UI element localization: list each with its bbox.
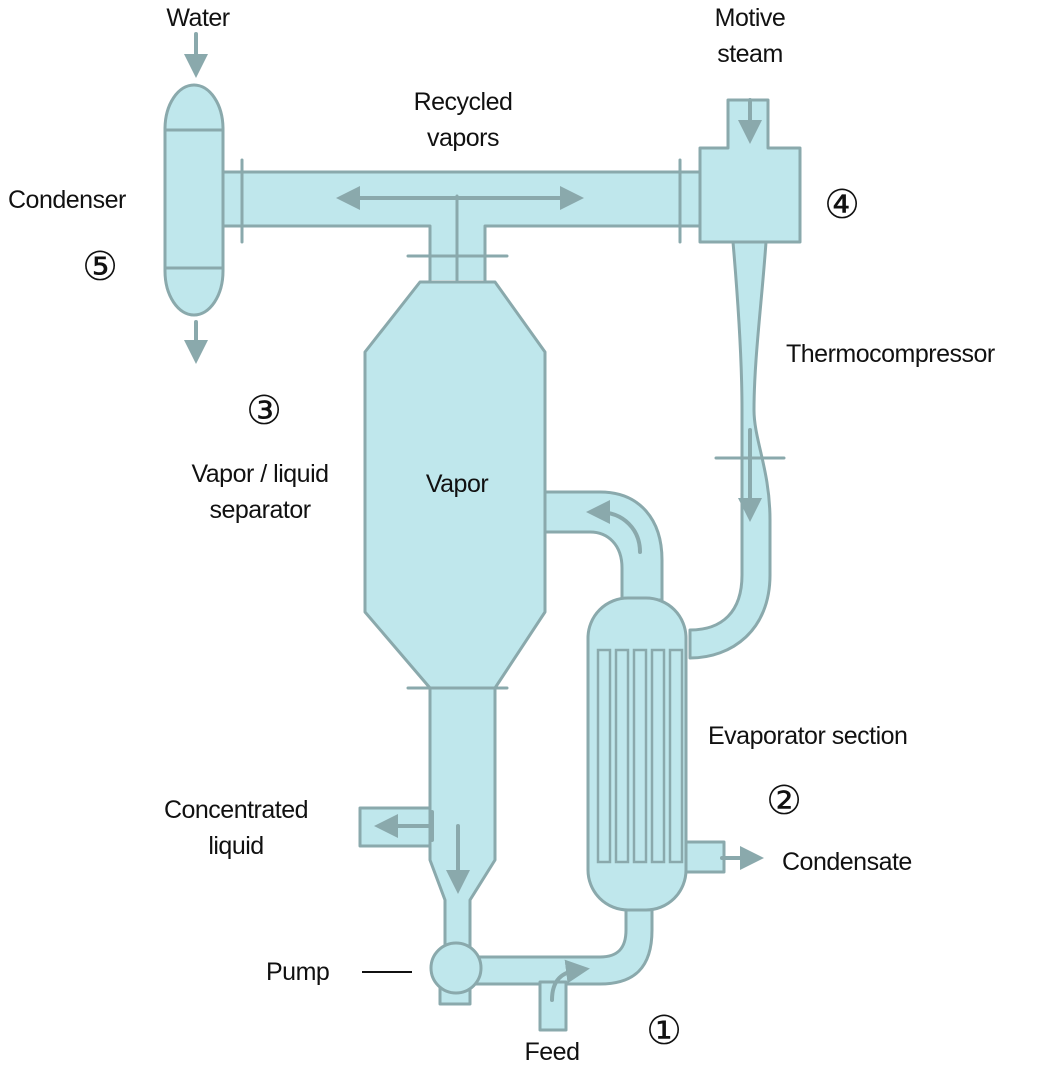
vapor-return-arrow bbox=[586, 500, 642, 554]
marker-5: ⑤ bbox=[82, 244, 118, 290]
labels: Water Motive steam Recycled vapors Conde… bbox=[8, 4, 995, 1066]
feed-inlet-pipe bbox=[538, 980, 568, 1032]
marker-2: ② bbox=[766, 778, 802, 824]
label-concentrated-liquid-line2: liquid bbox=[208, 832, 263, 860]
flow-arrows bbox=[184, 32, 764, 1002]
condenser-vessel bbox=[163, 83, 225, 317]
label-recycled-vapors-line2: vapors bbox=[427, 124, 499, 152]
pump bbox=[429, 941, 483, 1006]
label-separator-line2: separator bbox=[209, 496, 310, 524]
label-evaporator-section: Evaporator section bbox=[708, 722, 907, 750]
evaporator-section-vessel bbox=[586, 596, 688, 912]
label-water: Water bbox=[166, 4, 229, 32]
label-concentrated-liquid-line1: Concentrated bbox=[164, 796, 308, 824]
label-recycled-vapors-line1: Recycled bbox=[414, 88, 513, 116]
label-condensate: Condensate bbox=[782, 848, 912, 876]
label-separator-line1: Vapor / liquid bbox=[191, 460, 328, 488]
marker-1: ① bbox=[646, 1008, 682, 1054]
condensate-outlet-pipe bbox=[684, 840, 726, 874]
step-markers: ① ② ③ ④ ⑤ bbox=[82, 182, 860, 1054]
feed-flow-arrow bbox=[550, 959, 590, 1002]
marker-3: ③ bbox=[246, 388, 282, 434]
pump-to-evaporator-pipe bbox=[468, 883, 654, 986]
label-motive-steam-line2: steam bbox=[717, 40, 783, 68]
vapor-return-pipe bbox=[543, 490, 664, 602]
label-feed: Feed bbox=[525, 1038, 580, 1066]
vapor-liquid-separator-vessel bbox=[363, 280, 547, 950]
label-motive-steam-line1: Motive bbox=[715, 4, 786, 32]
label-vapor: Vapor bbox=[426, 470, 489, 498]
marker-4: ④ bbox=[824, 182, 860, 228]
label-pump: Pump bbox=[266, 958, 329, 986]
thermocompressor bbox=[688, 98, 802, 660]
label-thermocompressor: Thermocompressor bbox=[786, 340, 995, 368]
label-condenser: Condenser bbox=[8, 186, 126, 214]
